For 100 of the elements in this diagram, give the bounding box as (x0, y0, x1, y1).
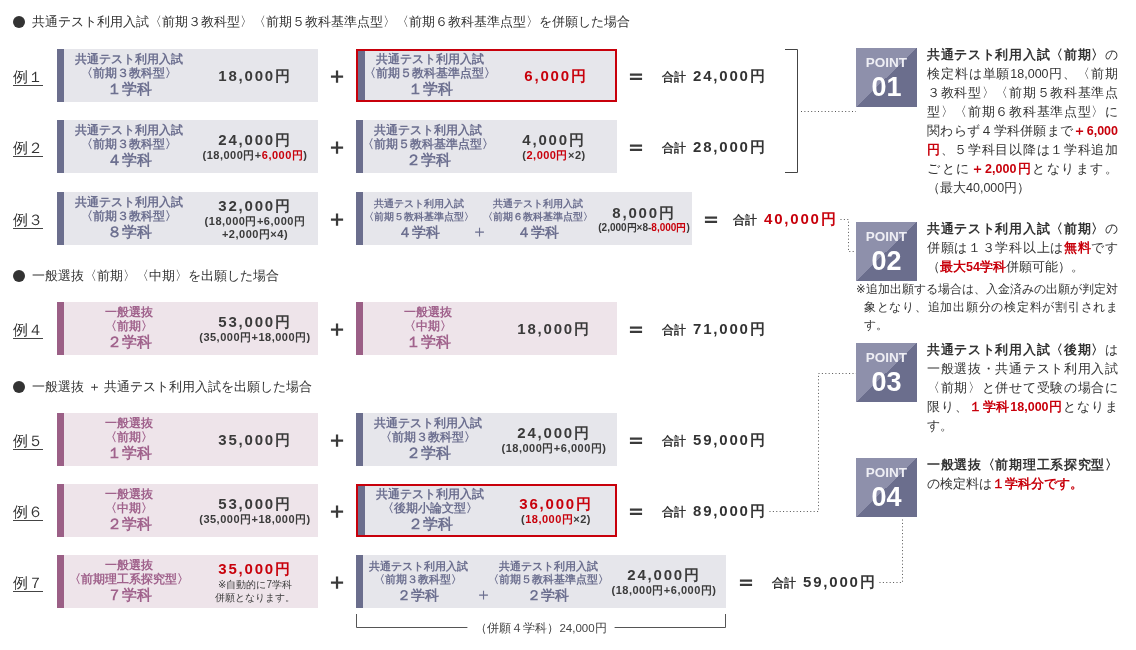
fee-box (57, 555, 318, 608)
badge-number: 02 (871, 247, 902, 275)
department-count: ２学科 (527, 586, 569, 604)
section-heading: 一般選抜 ＋ 共通テスト利用入試を出願した場合 (32, 378, 313, 396)
department-count: １学科 (407, 80, 453, 99)
exam-name: 共通テスト利用入試 (75, 123, 183, 137)
exam-type: 〈前期３教科型〉 (374, 573, 462, 586)
total-label: 合計 (662, 324, 686, 336)
exam-name: 一般選抜 (404, 305, 452, 319)
badge-label: POINT (865, 351, 908, 365)
total-label: 合計 (733, 214, 757, 226)
department-count: ２学科 (106, 333, 152, 352)
section-heading: 共通テスト利用入試〈前期３教科型〉〈前期５教科基準点型〉〈前期６教科基準点型〉を併願した場合 (32, 13, 630, 31)
exam-type: 〈前期６教科基準点型〉 (483, 209, 593, 223)
example-label: 例２ (13, 138, 43, 157)
exam-type: 〈前期５教科基準点型〉 (487, 573, 609, 586)
exam-name: 共通テスト利用入試 (498, 559, 598, 573)
exam-name: 一般選抜 (105, 487, 153, 501)
total-amount: 28,000円 (693, 138, 767, 155)
footnote: ※追加出願する場合は、入金済みの出願が判定対象となり、追加出願分の検定料が割引されます。 (856, 282, 1118, 333)
fee-box (356, 302, 617, 355)
plus-sign: ＋ (326, 427, 348, 452)
equals-sign: ＝ (700, 206, 722, 231)
equals-sign: ＝ (625, 498, 647, 523)
total-label: 合計 (662, 506, 686, 518)
badge-label: POINT (865, 466, 908, 480)
badge-number: 01 (871, 73, 902, 101)
department-count: ２学科 (405, 444, 451, 463)
exam-type: 〈後期小論文型〉 (382, 501, 478, 515)
total-amount: 59,000円 (803, 573, 877, 590)
badge-label: POINT (865, 230, 908, 244)
point-text: 共通テスト利用入試〈前期〉の検定料は単願18,000円、〈前期３教科型〉〈前期５教科基準点型〉〈前期６教科基準点型〉に関わらず４学科併願まで＋6,000円、５学科目以降は１学科追加ごとに＋2,000円となります。（最大40,000円） (927, 47, 1118, 197)
point-text: 共通テスト利用入試〈後期〉は一般選抜・共通テスト利用入試〈前期〉と併せて受験の場合に限り、１学科18,000円となります。 (927, 342, 1118, 435)
total-amount: 89,000円 (693, 502, 767, 519)
total-label: 合計 (772, 577, 796, 589)
exam-type: 〈前期３教科型〉 (81, 137, 177, 151)
exam-name: 共通テスト利用入試 (75, 195, 183, 209)
exam-type: 〈前期３教科型〉 (81, 66, 177, 80)
example-label: 例１ (13, 67, 43, 86)
connector-line (800, 111, 857, 112)
equals-sign: ＝ (625, 134, 647, 159)
plus-sign: ＋ (326, 316, 348, 341)
exam-name: 共通テスト利用入試 (374, 416, 482, 430)
exam-name: 一般選抜 (105, 558, 153, 572)
department-count: １学科 (106, 444, 152, 463)
exam-type: 〈前期〉 (105, 319, 153, 333)
badge-label: POINT (865, 56, 908, 70)
fee-amount: 35,000円 (218, 430, 292, 449)
example-label: 例４ (13, 320, 43, 339)
fee-box (57, 484, 318, 537)
fee-amount: 24,000円 (517, 424, 591, 442)
fee-box (356, 413, 617, 466)
fee-box (57, 192, 318, 245)
fee-box (356, 49, 617, 102)
fee-box (57, 49, 318, 102)
equals-sign: ＝ (625, 427, 647, 452)
fee-amount: 35,000円 (218, 559, 292, 578)
fee-box (356, 484, 617, 537)
connector-line (840, 219, 857, 252)
fee-breakdown: (2,000円×8-8,000円) (598, 221, 690, 234)
equals-sign: ＝ (625, 316, 647, 341)
total-label: 合計 (662, 435, 686, 447)
connector-line (879, 518, 903, 583)
fee-breakdown: (18,000円+6,000円+2,000円×4) (204, 214, 306, 241)
plus-sign: ＋ (326, 569, 348, 594)
total-label: 合計 (662, 71, 686, 83)
department-count: ２学科 (407, 515, 453, 534)
fee-amount: 24,000円 (627, 566, 701, 584)
total-amount: 71,000円 (693, 320, 767, 337)
badge-number: 04 (871, 483, 902, 511)
exam-type: 〈前期５教科基準点型〉 (362, 137, 494, 151)
fee-amount: 18,000円 (218, 66, 292, 85)
fee-box (356, 192, 692, 245)
total-label: 合計 (662, 142, 686, 154)
department-count: ２学科 (405, 151, 451, 170)
fee-amount: 53,000円 (218, 313, 292, 331)
fee-amount: 4,000円 (522, 131, 586, 149)
total-amount: 59,000円 (693, 431, 767, 448)
fee-breakdown: (18,000円+6,000円) (202, 149, 308, 162)
exam-name: 一般選抜 (105, 305, 153, 319)
example-label: 例７ (13, 573, 43, 592)
exam-name: 共通テスト利用入試 (368, 559, 468, 573)
exam-name: 共通テスト利用入試 (376, 52, 484, 66)
department-count: ７学科 (106, 586, 152, 605)
department-count: １学科 (106, 80, 152, 99)
fee-breakdown: (2,000円×2) (522, 149, 586, 162)
exam-name: 共通テスト利用入試 (374, 123, 482, 137)
fee-amount: 36,000円 (519, 495, 593, 513)
fee-amount: 32,000円 (218, 196, 292, 215)
exam-type: 〈前期５教科基準点型〉 (364, 209, 474, 223)
bracket-label: （併願４学科）24,000円 (475, 621, 607, 635)
plus-sign: ＋ (326, 134, 348, 159)
fee-amount: 24,000円 (218, 131, 292, 149)
plus-sign: ＋ (326, 498, 348, 523)
fee-amount: 53,000円 (218, 495, 292, 513)
department-count: ８学科 (106, 223, 152, 242)
fee-breakdown: (18,000円+6,000円) (611, 584, 717, 597)
fee-box (356, 120, 617, 173)
exam-type: 〈前期〉 (105, 430, 153, 444)
exam-type: 〈前期理工系探究型〉 (69, 572, 189, 586)
